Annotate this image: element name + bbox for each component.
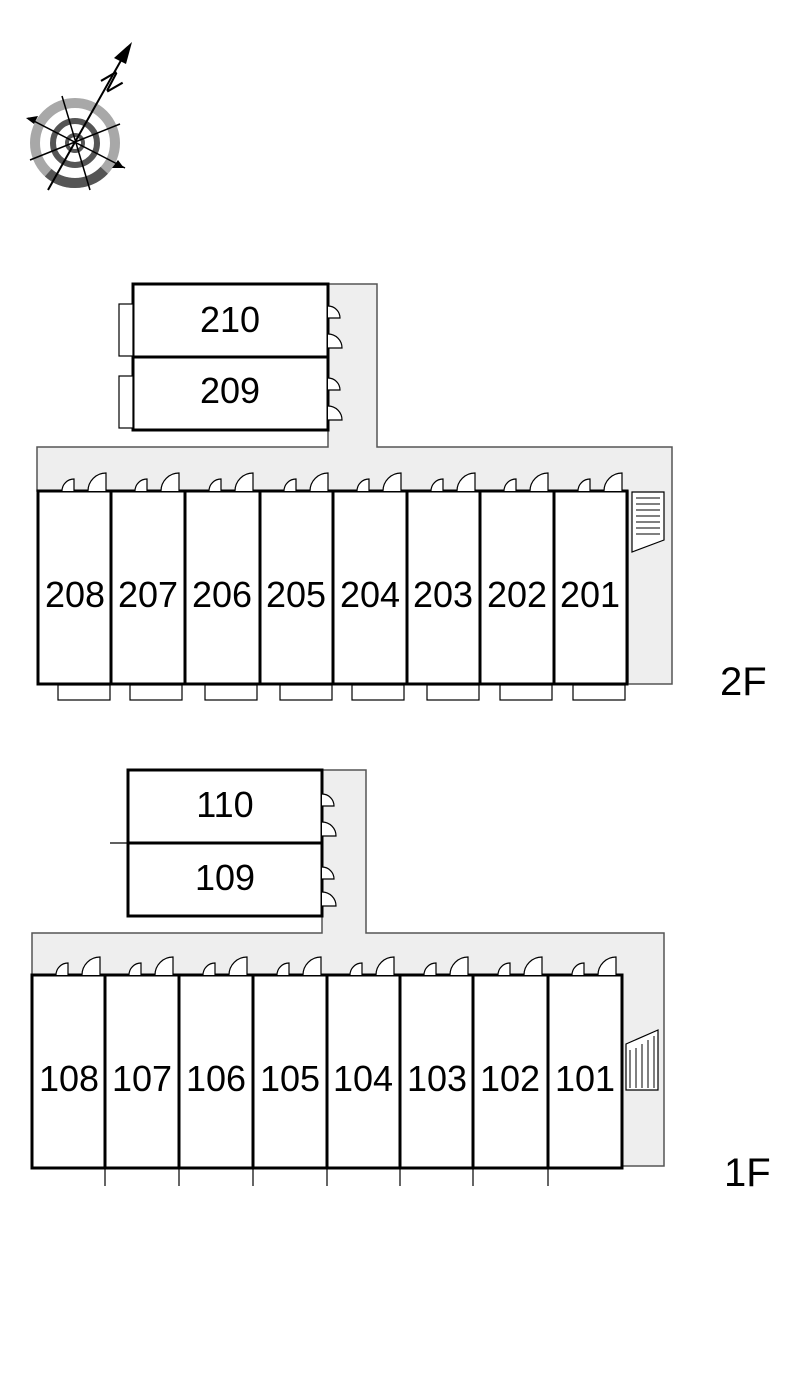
unit-row-2f — [36, 489, 629, 686]
balconies-2f — [57, 684, 626, 701]
unit-label: 209 — [200, 370, 260, 411]
floor-label-2f: 2F — [720, 660, 767, 704]
unit-204 — [331, 489, 409, 686]
floor-label-1f: 1F — [724, 1151, 771, 1195]
north-label: N — [94, 66, 129, 97]
unit-201 — [552, 489, 629, 686]
unit-label: 205 — [266, 574, 326, 615]
unit-label: 203 — [413, 574, 473, 615]
unit-109 — [126, 841, 324, 918]
floor-1f: 110 109 — [30, 768, 771, 1195]
unit-label: 105 — [260, 1058, 320, 1099]
unit-label: 103 — [407, 1058, 467, 1099]
unit-206 — [183, 489, 262, 686]
unit-207 — [109, 489, 187, 686]
unit-label: 207 — [118, 574, 178, 615]
unit-label: 206 — [192, 574, 252, 615]
doors-2f-icon — [61, 472, 623, 492]
unit-205 — [258, 489, 335, 686]
unit-label: 104 — [333, 1058, 393, 1099]
unit-label: 204 — [340, 574, 400, 615]
fence-lines-1f — [104, 1168, 549, 1186]
unit-label: 210 — [200, 299, 260, 340]
unit-label: 108 — [39, 1058, 99, 1099]
unit-106 — [177, 973, 255, 1170]
door-icon — [321, 793, 337, 907]
unit-label: 201 — [560, 574, 620, 615]
stairs-2f-icon — [631, 491, 665, 553]
compass-rose-icon: N — [26, 42, 132, 191]
unit-label: 202 — [487, 574, 547, 615]
unit-row-1f — [30, 973, 624, 1170]
unit-107 — [103, 973, 181, 1170]
unit-102 — [471, 973, 550, 1170]
unit-labels-2f: 208 207 206 205 204 203 202 201 — [45, 574, 620, 615]
door-icon — [327, 305, 343, 421]
unit-label: 102 — [480, 1058, 540, 1099]
unit-label: 110 — [196, 784, 253, 825]
unit-105 — [251, 973, 329, 1170]
unit-label: 101 — [555, 1058, 615, 1099]
floor-2f: 210 209 — [36, 282, 767, 704]
doors-1f-icon — [55, 956, 617, 976]
unit-label: 107 — [112, 1058, 172, 1099]
balcony — [118, 303, 134, 357]
unit-label: 106 — [186, 1058, 246, 1099]
unit-label: 109 — [195, 857, 255, 898]
unit-101 — [546, 973, 624, 1170]
stairs-1f-icon — [625, 1029, 659, 1091]
unit-label: 208 — [45, 574, 105, 615]
balcony — [118, 375, 134, 429]
unit-209 — [131, 355, 330, 432]
unit-labels-1f: 108 107 106 105 104 103 102 101 — [39, 1058, 615, 1099]
